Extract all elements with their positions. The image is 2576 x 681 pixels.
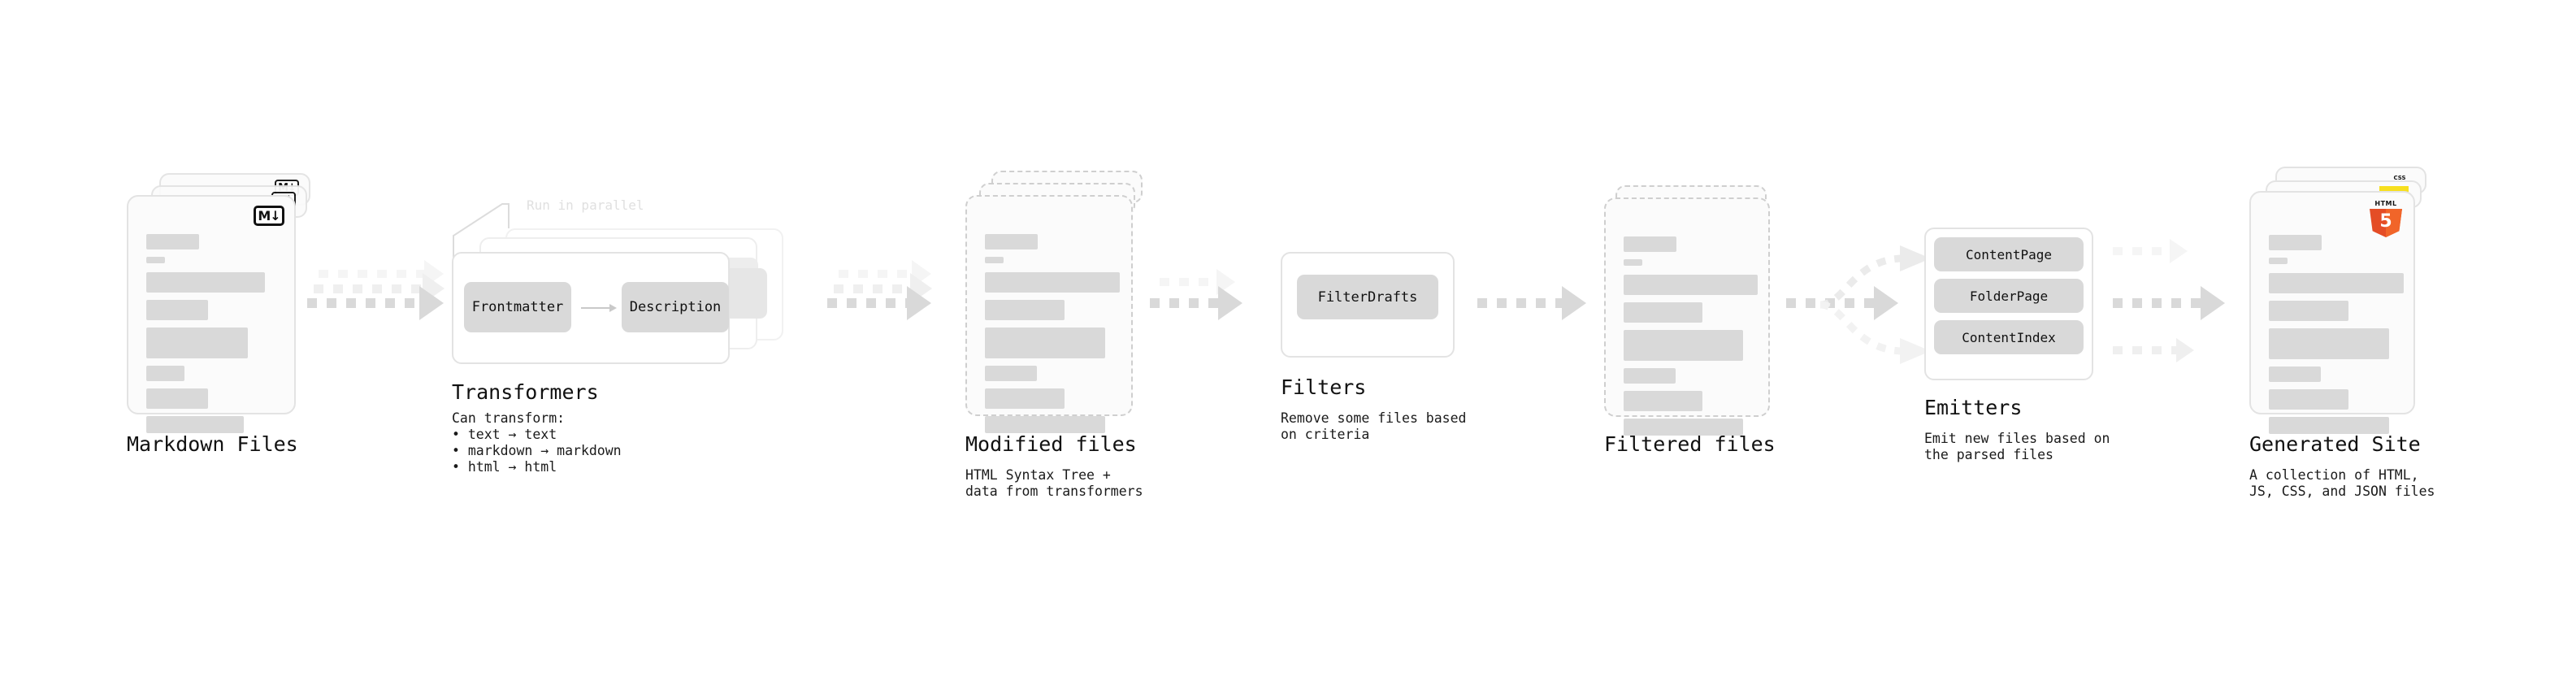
filtered-file-card-front[interactable]: [1604, 197, 1770, 436]
emitter-chip-contentpage[interactable]: ContentPage: [1934, 237, 2084, 271]
transformer-chip-description[interactable]: Description: [622, 282, 729, 332]
stage-sub-generated-site: A collection of HTML, JS, CSS, and JSON …: [2249, 467, 2435, 499]
markdown-file-card-front[interactable]: M↓: [127, 195, 296, 433]
run-in-parallel-label: Run in parallel: [527, 197, 644, 213]
stage-sub-emitters: Emit new files based on the parsed files: [1924, 431, 2110, 462]
stage-title-generated-site: Generated Site: [2249, 432, 2421, 456]
site-file-card-front[interactable]: HTML 5: [2249, 191, 2415, 434]
html5-icon: HTML 5: [2370, 200, 2402, 237]
stage-title-markdown-files: Markdown Files: [127, 432, 298, 456]
emitter-chip-folderpage[interactable]: FolderPage: [1934, 279, 2084, 313]
card-placeholder-lines: [1624, 236, 1758, 443]
fan-out-curves: [1819, 245, 1931, 364]
filter-chip-filterdrafts[interactable]: FilterDrafts: [1297, 275, 1438, 319]
run-in-parallel-bracket: [453, 203, 510, 262]
stage-sub-modified-files: HTML Syntax Tree + data from transformer…: [965, 467, 1143, 499]
stage-title-filters: Filters: [1281, 375, 1367, 399]
stage-title-emitters: Emitters: [1924, 396, 2023, 419]
card-placeholder-lines: [2269, 235, 2404, 441]
transformer-chip-frontmatter[interactable]: Frontmatter: [464, 282, 571, 332]
stage-title-modified-files: Modified files: [965, 432, 1137, 456]
stage-title-transformers: Transformers: [452, 380, 599, 404]
stage-sub-filters: Remove some files based on criteria: [1281, 410, 1467, 442]
markdown-icon: M↓: [254, 206, 284, 226]
card-placeholder-lines: [146, 234, 280, 440]
card-placeholder-lines: [985, 234, 1120, 440]
stage-title-filtered-files: Filtered files: [1604, 432, 1776, 456]
emitter-chip-contentindex[interactable]: ContentIndex: [1934, 320, 2084, 354]
modified-file-card-front[interactable]: [965, 195, 1133, 433]
stage-sub-transformers: Can transform: • text → text • markdown …: [452, 410, 622, 475]
